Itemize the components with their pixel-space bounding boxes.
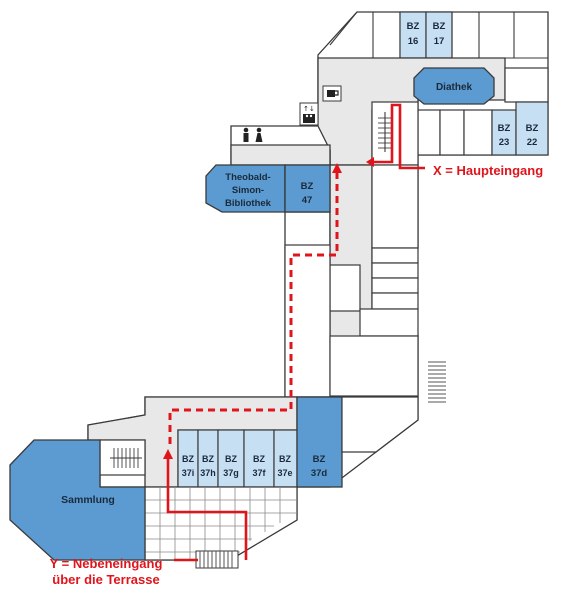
room-east-south[interactable] bbox=[341, 396, 419, 453]
route-y bbox=[163, 449, 248, 562]
room-diathek[interactable] bbox=[413, 67, 495, 105]
room-bz37f[interactable] bbox=[243, 429, 275, 488]
restroom-icon bbox=[243, 127, 263, 142]
label-bz37g: BZ 37g bbox=[223, 454, 239, 478]
label-bz37i: BZ 37i bbox=[182, 454, 195, 478]
svg-text:17: 17 bbox=[434, 36, 445, 47]
route-x bbox=[168, 103, 425, 445]
svg-text:BZ: BZ bbox=[526, 123, 539, 134]
svg-text:37d: 37d bbox=[311, 468, 328, 479]
svg-text:37g: 37g bbox=[223, 468, 239, 478]
label-bz37f: BZ 37f bbox=[252, 454, 266, 478]
label-bz22: BZ 22 bbox=[526, 123, 539, 148]
svg-text:BZ: BZ bbox=[407, 21, 420, 32]
svg-text:BZ: BZ bbox=[182, 454, 194, 464]
label-bz16: BZ 16 bbox=[407, 21, 420, 47]
svg-text:BZ: BZ bbox=[433, 21, 446, 32]
room-bz23[interactable] bbox=[491, 109, 517, 156]
room-spine-mid[interactable] bbox=[329, 264, 361, 312]
label-bz47: BZ 47 bbox=[301, 181, 314, 206]
svg-text:BZ: BZ bbox=[498, 123, 511, 134]
svg-text:Simon-: Simon- bbox=[232, 185, 264, 196]
stairs-icon bbox=[378, 112, 392, 152]
svg-text:37f: 37f bbox=[252, 468, 266, 478]
svg-text:Theobald-: Theobald- bbox=[225, 172, 270, 183]
terrace-steps bbox=[195, 550, 239, 569]
outdoor-stairs-icon bbox=[428, 361, 446, 403]
svg-text:16: 16 bbox=[408, 36, 419, 47]
room-bz17[interactable] bbox=[425, 11, 453, 59]
label-diathek: Diathek bbox=[436, 82, 473, 93]
svg-text:Y = Nebeneingang: Y = Nebeneingang bbox=[50, 556, 163, 571]
svg-text:Bibliothek: Bibliothek bbox=[225, 198, 272, 209]
east-spine-rooms bbox=[329, 164, 419, 397]
elevator-icon: ↑↓ bbox=[299, 102, 319, 126]
svg-text:BZ: BZ bbox=[279, 454, 291, 464]
label-entrance-x: X = Haupteingang bbox=[433, 163, 543, 178]
label-entrance-y: Y = Nebeneingang über die Terrasse bbox=[50, 556, 163, 587]
east-office-row bbox=[417, 109, 493, 156]
stairs-icon-south bbox=[110, 448, 142, 468]
label-bz17: BZ 17 bbox=[433, 21, 446, 47]
svg-text:BZ: BZ bbox=[225, 454, 237, 464]
svg-text:23: 23 bbox=[499, 137, 510, 148]
label-bz37h: BZ 37h bbox=[200, 454, 216, 478]
room-bz22[interactable] bbox=[515, 101, 549, 156]
svg-text:↑↓: ↑↓ bbox=[303, 105, 315, 113]
svg-text:22: 22 bbox=[527, 137, 538, 148]
label-bz37d: BZ 37d bbox=[311, 454, 328, 479]
svg-text:BZ: BZ bbox=[313, 454, 326, 465]
svg-text:BZ: BZ bbox=[301, 181, 314, 192]
label-bibliothek: Theobald- Simon- Bibliothek bbox=[225, 172, 272, 209]
svg-text:über die Terrasse: über die Terrasse bbox=[52, 572, 159, 587]
label-bz37e: BZ 37e bbox=[277, 454, 292, 478]
wc-corridor bbox=[230, 144, 331, 166]
room-bz47[interactable] bbox=[284, 164, 331, 213]
cafe-icon bbox=[322, 85, 342, 102]
room-bz37d[interactable] bbox=[296, 396, 343, 488]
room-sammlung[interactable] bbox=[9, 439, 146, 561]
svg-text:BZ: BZ bbox=[202, 454, 214, 464]
svg-text:37e: 37e bbox=[277, 468, 292, 478]
svg-text:47: 47 bbox=[302, 195, 313, 206]
svg-text:BZ: BZ bbox=[253, 454, 265, 464]
room-east-top[interactable] bbox=[504, 67, 549, 103]
label-bz23: BZ 23 bbox=[498, 123, 511, 148]
room-bz16[interactable] bbox=[399, 11, 427, 59]
svg-text:37i: 37i bbox=[182, 468, 195, 478]
label-sammlung: Sammlung bbox=[61, 494, 115, 506]
svg-text:37h: 37h bbox=[200, 468, 216, 478]
